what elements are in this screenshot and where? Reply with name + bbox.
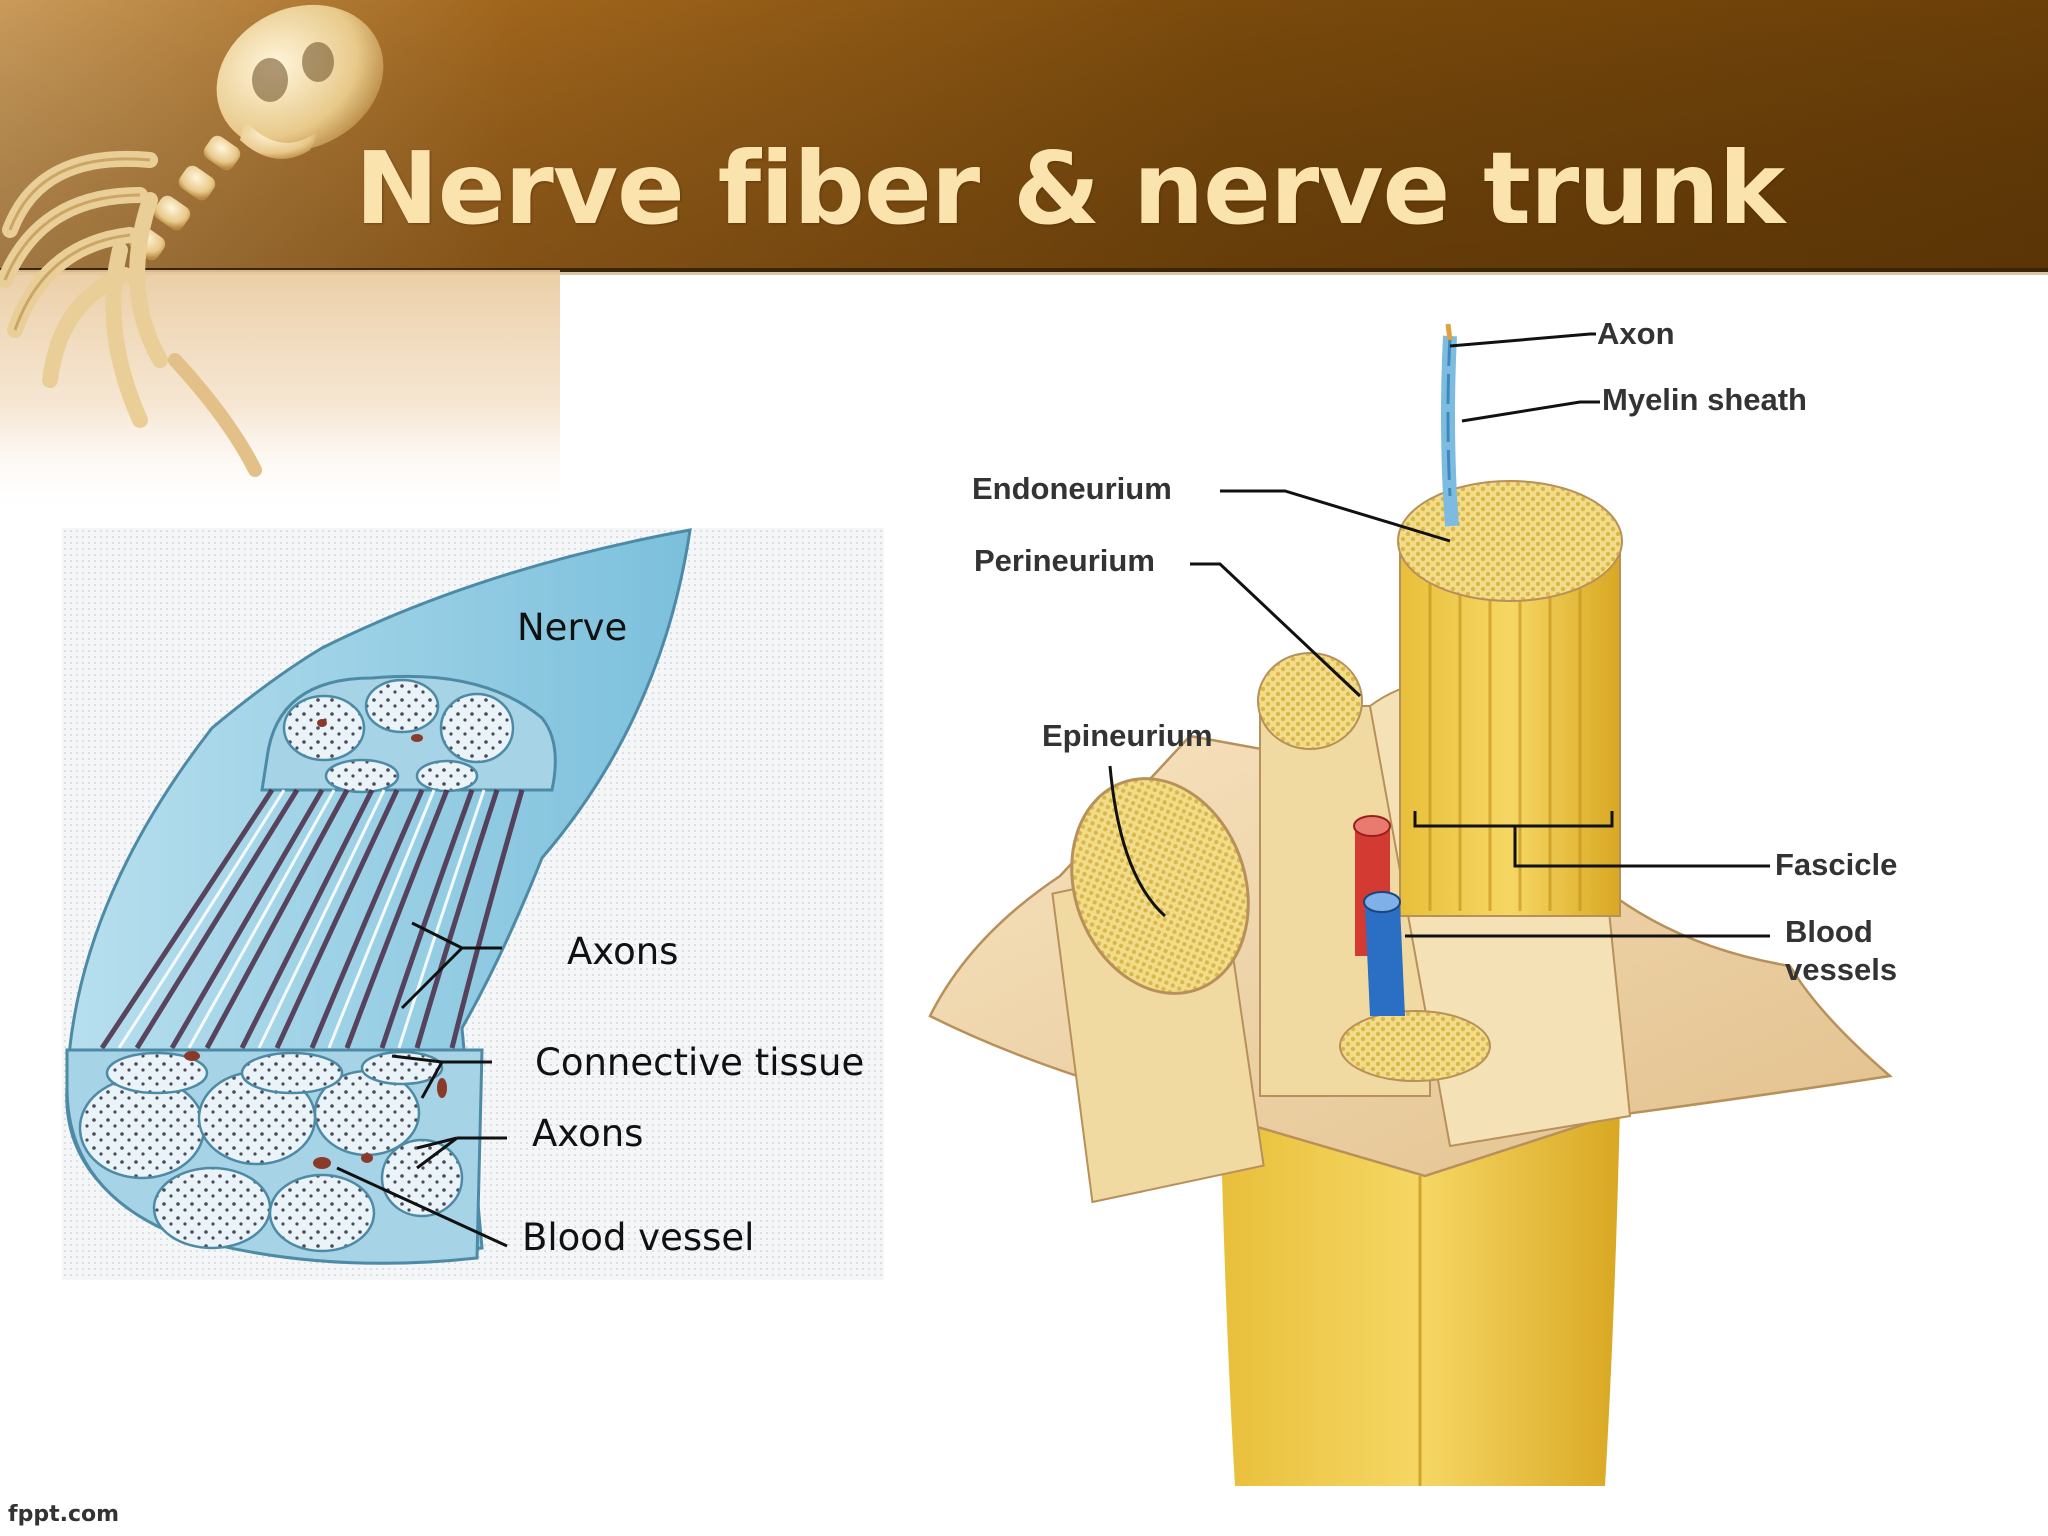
label-blood-vessels-line2: vessels [1785, 952, 1897, 987]
left-leader-lines [336, 921, 508, 1248]
right-leader-lines [1108, 332, 1770, 938]
nerve-trunk-anatomy-diagram: Axon Myelin sheath Endoneurium Perineuri… [890, 316, 2048, 1486]
label-blood-vessel: Blood vessel [522, 1216, 754, 1259]
lower-blood-vessels [184, 719, 447, 1169]
label-axons-upper: Axons [567, 930, 678, 973]
blood-vessels [1353, 815, 1405, 1016]
label-connective-tissue: Connective tissue [535, 1041, 864, 1084]
central-fascicle [1397, 480, 1623, 917]
label-axons-lower: Axons [532, 1112, 643, 1155]
axon-strands [99, 788, 525, 1050]
label-perineurium: Perineurium [974, 543, 1155, 578]
skull [216, 4, 384, 159]
front-fascicle [1051, 777, 1265, 1204]
nerve-cross-section-diagram: Nerve Axons Connective tissue Axons Bloo… [62, 528, 884, 1280]
upper-fascicles [282, 678, 515, 794]
label-blood-vessels-line1: Blood [1785, 914, 1873, 949]
axon-myelin [1441, 323, 1459, 527]
label-fascicle: Fascicle [1775, 847, 1897, 882]
lower-fascicles [78, 1050, 464, 1253]
skeleton-decoration [0, 4, 560, 520]
label-endoneurium: Endoneurium [972, 471, 1172, 506]
label-axon: Axon [1597, 316, 1675, 351]
label-nerve: Nerve [517, 606, 627, 649]
label-epineurium: Epineurium [1042, 718, 1213, 753]
label-myelin-sheath: Myelin sheath [1602, 382, 1807, 417]
footer-brand: fppt.com [8, 1502, 120, 1527]
slide-title: Nerve fiber & nerve trunk [355, 130, 1785, 247]
